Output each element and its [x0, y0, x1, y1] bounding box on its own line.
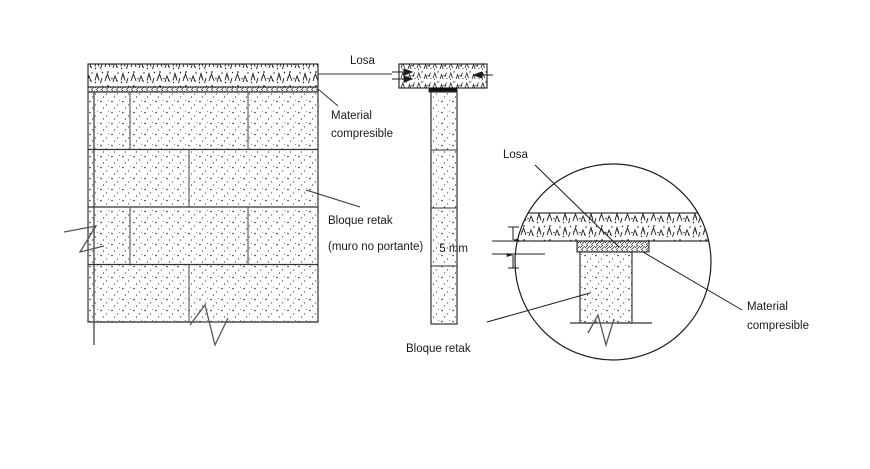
section-arrows	[392, 68, 493, 83]
head-joints	[129, 92, 249, 322]
section-bed-joints	[431, 149, 457, 267]
break-symbol-bottom	[189, 303, 229, 347]
wall-section-view	[392, 63, 493, 325]
label-bloque-retak-middle: Bloque retak	[406, 343, 471, 355]
label-bloque-retak-left-1: Bloque retak	[328, 215, 393, 227]
label-material-compresible-left-2: compresible	[331, 128, 393, 140]
detail-circle-outline	[514, 163, 712, 361]
detail-slab	[517, 212, 709, 242]
leader-lines-right	[486, 164, 743, 323]
detail-block-column	[579, 251, 633, 324]
label-material-compresible-left-1: Material	[331, 110, 372, 122]
label-dimension-5mm: 5 mm	[439, 243, 468, 255]
section-slab	[398, 63, 488, 89]
label-losa-left: Losa	[350, 55, 376, 67]
label-losa-right: Losa	[503, 149, 529, 161]
detail-break-symbol	[587, 313, 615, 348]
elevation-compressible-strip	[87, 86, 319, 93]
bed-joints	[88, 148, 318, 266]
label-bloque-retak-left-2: (muro no portante)	[328, 241, 423, 253]
label-material-compresible-right-2: compresible	[747, 320, 809, 332]
leader-lines-left	[305, 73, 392, 208]
detail-circle-content	[517, 212, 709, 348]
elevation-slab	[87, 63, 319, 88]
detail-circle-view	[514, 163, 712, 361]
break-symbol-left	[63, 225, 105, 254]
elevation-block-courses	[87, 91, 319, 323]
detail-compressible-joint	[576, 240, 650, 253]
wall-elevation-view	[63, 63, 319, 347]
label-material-compresible-right-1: Material	[747, 301, 788, 313]
